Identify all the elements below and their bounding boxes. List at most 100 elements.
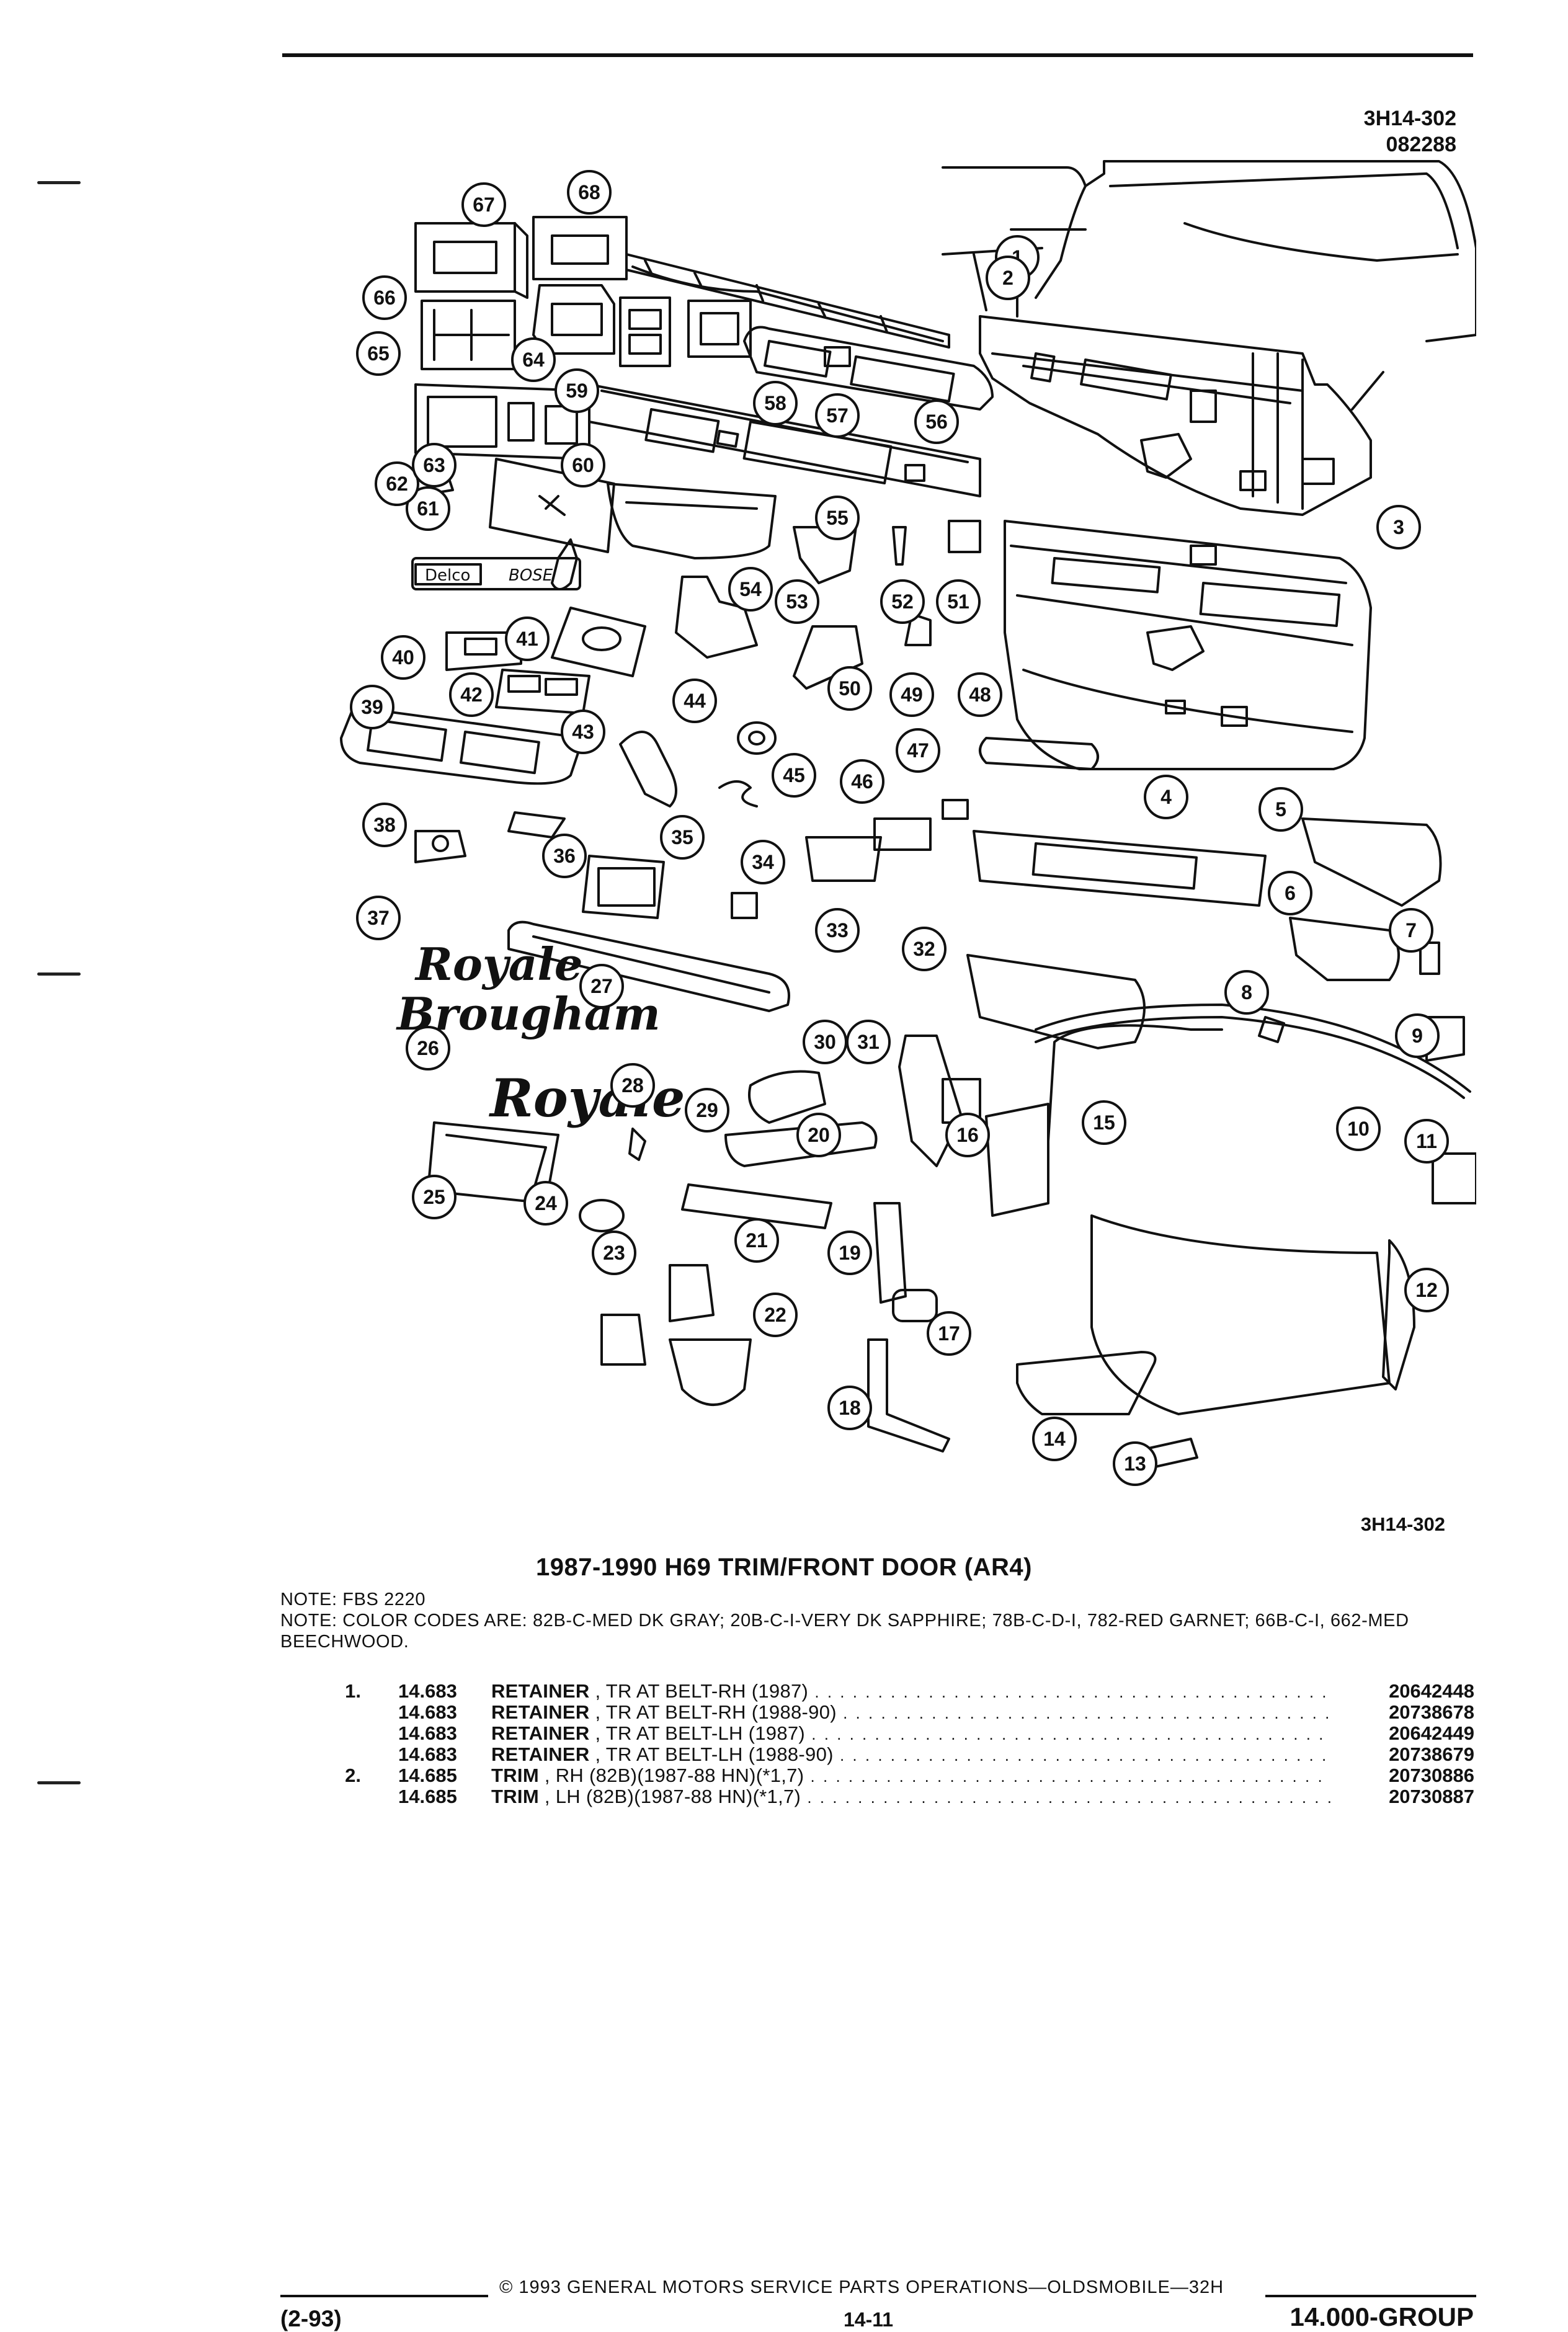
callout-circle bbox=[375, 461, 419, 506]
callout-circle bbox=[1032, 1417, 1077, 1461]
callout-number: 14 bbox=[1043, 1428, 1066, 1450]
revision-date: (2-93) bbox=[280, 2306, 342, 2331]
part-detail: , TR AT BELT-RH (1988-90) bbox=[595, 1702, 837, 1723]
callout-number: 68 bbox=[578, 181, 600, 203]
callout-63: 63 bbox=[412, 443, 457, 487]
callout-number: 11 bbox=[1416, 1130, 1437, 1152]
page-number: 14-11 bbox=[844, 2308, 894, 2331]
callout-number: 67 bbox=[473, 194, 495, 216]
callout-54: 54 bbox=[728, 567, 773, 612]
callout-circle bbox=[511, 337, 556, 382]
callout-number: 13 bbox=[1124, 1453, 1146, 1475]
callout-21: 21 bbox=[734, 1218, 779, 1263]
callout-number: 34 bbox=[752, 851, 774, 873]
callout-number: 8 bbox=[1241, 981, 1252, 1004]
callout-53: 53 bbox=[775, 579, 819, 624]
callout-number: 55 bbox=[826, 507, 849, 529]
callout-circle bbox=[542, 834, 587, 878]
callout-circle bbox=[555, 368, 599, 413]
callout-number: 5 bbox=[1275, 798, 1286, 821]
callout-number: 42 bbox=[460, 683, 483, 706]
group-label: 14.000-GROUP bbox=[1290, 2302, 1474, 2331]
part-number: 20730886 bbox=[1389, 1765, 1474, 1786]
callout-circle bbox=[1389, 908, 1433, 953]
part-description: RETAINER , TR AT BELT-LH (1988-90) bbox=[491, 1744, 1332, 1766]
footer-rule-left bbox=[280, 2295, 488, 2297]
callout-number: 46 bbox=[851, 770, 873, 793]
callout-number: 54 bbox=[739, 578, 762, 600]
callout-circle bbox=[815, 393, 860, 438]
callout-circle bbox=[846, 1020, 891, 1064]
note-line: NOTE: COLOR CODES ARE: 82B-C-MED DK GRAY… bbox=[280, 1611, 1409, 1652]
callout-9: 9 bbox=[1395, 1013, 1440, 1058]
callout-49: 49 bbox=[889, 672, 934, 717]
callout-circle bbox=[362, 803, 407, 847]
callout-34: 34 bbox=[741, 840, 785, 884]
callout-circle bbox=[412, 1175, 457, 1219]
callout-circle bbox=[350, 685, 394, 729]
callout-number: 31 bbox=[857, 1031, 880, 1053]
callout-25: 25 bbox=[412, 1175, 457, 1219]
callout-number: 43 bbox=[572, 721, 594, 743]
callout-number: 2 bbox=[1002, 267, 1013, 289]
doc-date: 082288 bbox=[1386, 133, 1456, 156]
callout-55: 55 bbox=[815, 496, 860, 540]
callout-circle bbox=[1268, 871, 1312, 915]
part-detail: , TR AT BELT-RH (1987) bbox=[595, 1681, 809, 1702]
callout-circle bbox=[1224, 970, 1269, 1015]
callout-number: 58 bbox=[764, 392, 786, 414]
callout-number: 30 bbox=[814, 1031, 836, 1053]
callout-40: 40 bbox=[381, 635, 425, 680]
margin-mark bbox=[37, 181, 81, 184]
callout-20: 20 bbox=[796, 1113, 841, 1157]
callout-circle bbox=[449, 672, 494, 717]
callout-number: 18 bbox=[839, 1397, 861, 1419]
callout-circle bbox=[1395, 1013, 1440, 1058]
callout-number: 9 bbox=[1412, 1025, 1423, 1047]
callout-number: 53 bbox=[786, 590, 808, 613]
callout-number: 20 bbox=[808, 1124, 830, 1146]
callout-51: 51 bbox=[936, 579, 981, 624]
callout-number: 60 bbox=[572, 454, 594, 476]
callout-circle bbox=[902, 927, 947, 971]
callout-number: 39 bbox=[361, 696, 383, 718]
footer-rule-right bbox=[1265, 2295, 1476, 2297]
callout-circle bbox=[958, 672, 1002, 717]
callout-number: 4 bbox=[1160, 786, 1172, 808]
part-detail: , RH (82B)(1987-88 HN)(*1,7) bbox=[544, 1765, 804, 1786]
callout-circle bbox=[356, 896, 401, 940]
callout-circle bbox=[362, 275, 407, 320]
callout-number: 24 bbox=[535, 1192, 557, 1214]
callout-circle bbox=[827, 1231, 872, 1275]
callout-31: 31 bbox=[846, 1020, 891, 1064]
callout-4: 4 bbox=[1144, 775, 1188, 819]
callout-33: 33 bbox=[815, 908, 860, 953]
callout-number: 45 bbox=[783, 764, 805, 786]
callout-number: 19 bbox=[839, 1242, 861, 1264]
callout-27: 27 bbox=[579, 964, 624, 1008]
document-ids: 3H14-302 082288 bbox=[1364, 105, 1456, 158]
callout-circle bbox=[1082, 1100, 1126, 1145]
callout-number: 57 bbox=[826, 404, 849, 427]
callout-number: 12 bbox=[1415, 1279, 1438, 1301]
callout-10: 10 bbox=[1336, 1106, 1381, 1151]
margin-mark bbox=[37, 972, 81, 976]
callout-circle bbox=[815, 908, 860, 953]
callout-circle bbox=[561, 443, 605, 487]
part-description: RETAINER , TR AT BELT-RH (1988-90) bbox=[491, 1702, 1332, 1724]
callout-46: 46 bbox=[840, 759, 884, 804]
part-name: RETAINER bbox=[491, 1723, 590, 1744]
callout-47: 47 bbox=[896, 728, 940, 773]
part-group: 14.685 bbox=[398, 1786, 457, 1807]
callout-number: 49 bbox=[901, 683, 923, 706]
callout-28: 28 bbox=[610, 1063, 655, 1108]
part-name: TRIM bbox=[491, 1786, 539, 1807]
callout-circle bbox=[1404, 1268, 1449, 1312]
part-detail: , LH (82B)(1987-88 HN)(*1,7) bbox=[544, 1786, 801, 1807]
callout-number: 29 bbox=[696, 1099, 718, 1121]
callout-circle bbox=[1404, 1119, 1449, 1164]
